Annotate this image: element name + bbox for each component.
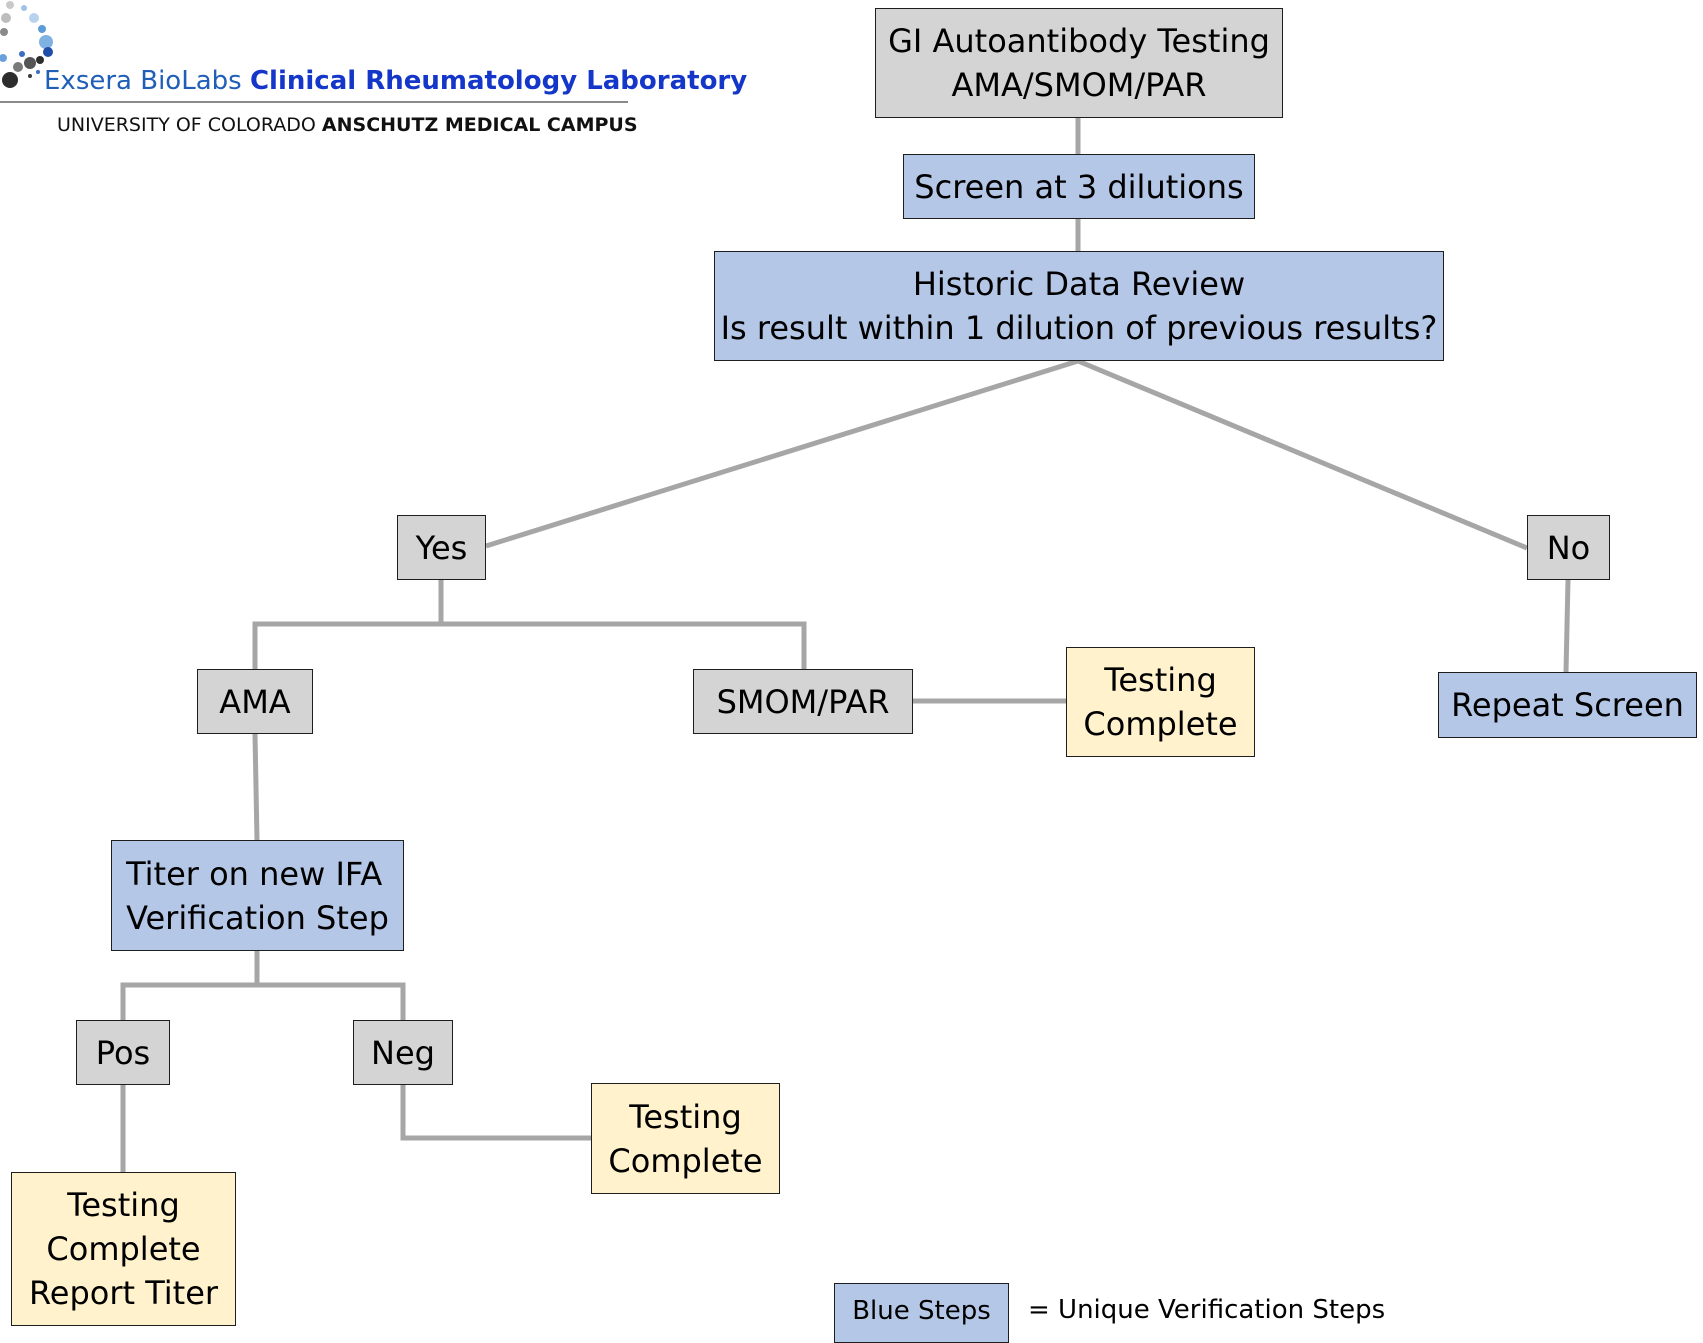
legend-blue-steps-swatch: Blue Steps: [834, 1283, 1009, 1343]
edge-historic-review-to-yes: [485, 358, 1079, 549]
logo-brand: Exsera BioLabs: [44, 66, 242, 96]
node-screen-dilutions: Screen at 3 dilutions: [903, 154, 1255, 219]
node-testing-complete-smom-line1: Testing: [1104, 661, 1217, 699]
node-gi-autoantibody-testing-line1: GI Autoantibody Testing: [888, 22, 1270, 60]
logo-title: Exsera BioLabs Clinical Rheumatology Lab…: [44, 66, 747, 96]
node-neg-label: Neg: [371, 1033, 435, 1072]
logo-lab-name: Clinical Rheumatology Laboratory: [249, 66, 748, 96]
node-neg: Neg: [353, 1020, 453, 1085]
legend-box-label: Blue Steps: [852, 1296, 991, 1326]
node-historic-data-review: Historic Data Review Is result within 1 …: [714, 251, 1444, 361]
node-testing-complete-neg-line2: Complete: [608, 1141, 763, 1180]
node-testing-complete-report-titer: Testing Complete Report Titer: [11, 1172, 236, 1326]
molecule-dots-icon: [0, 1, 53, 88]
node-ama: AMA: [197, 669, 313, 734]
node-testing-complete-report-titer-line3: Report Titer: [28, 1274, 219, 1312]
node-gi-autoantibody-testing-line2: AMA/SMOM/PAR: [951, 66, 1207, 104]
node-historic-data-review-line1: Historic Data Review: [912, 265, 1246, 303]
edge-yes-to-ama: [252, 580, 444, 669]
logo-university: UNIVERSITY OF COLORADO ANSCHUTZ MEDICAL …: [57, 114, 638, 136]
node-testing-complete-smom: Testing Complete: [1066, 647, 1255, 757]
node-ama-label: AMA: [219, 682, 291, 721]
node-testing-complete-report-titer-line2: Complete: [46, 1230, 201, 1268]
edge-titer-ifa-to-neg: [257, 982, 406, 1020]
legend-description: = Unique Verification Steps: [1028, 1295, 1386, 1325]
node-screen-dilutions-label: Screen at 3 dilutions: [914, 167, 1244, 206]
node-yes-label: Yes: [415, 528, 468, 567]
node-historic-data-review-line2: Is result within 1 dilution of previous …: [720, 309, 1438, 347]
node-testing-complete-smom-line2: Complete: [1083, 705, 1238, 743]
node-pos: Pos: [76, 1020, 170, 1085]
node-testing-complete-neg-line1: Testing: [629, 1097, 742, 1136]
logo-university-name: UNIVERSITY OF COLORADO: [57, 114, 316, 136]
edge-no-to-repeat-screen: [1563, 579, 1571, 673]
node-pos-label: Pos: [95, 1033, 151, 1072]
node-repeat-screen: Repeat Screen: [1438, 672, 1697, 738]
node-titer-ifa: Titer on new IFA Verification Step: [111, 840, 404, 951]
node-repeat-screen-label: Repeat Screen: [1451, 686, 1684, 724]
edge-titer-ifa-to-pos: [120, 951, 260, 1020]
node-titer-ifa-line1: Titer on new IFA: [126, 854, 383, 893]
node-testing-complete-neg: Testing Complete: [591, 1083, 780, 1194]
node-gi-autoantibody-testing: GI Autoantibody Testing AMA/SMOM/PAR: [875, 8, 1283, 118]
node-smom-par: SMOM/PAR: [693, 669, 913, 734]
node-smom-par-label: SMOM/PAR: [716, 682, 890, 721]
edge-neg-to-testing-complete: [400, 1085, 591, 1141]
node-testing-complete-report-titer-line1: Testing: [67, 1186, 180, 1224]
node-no: No: [1527, 515, 1610, 580]
node-no-label: No: [1546, 528, 1591, 567]
edge-ama-to-titer-ifa: [252, 733, 260, 841]
logo-campus-name: ANSCHUTZ MEDICAL CAMPUS: [321, 114, 638, 136]
node-titer-ifa-line2: Verification Step: [126, 898, 389, 937]
edge-yes-to-smom-par: [441, 621, 807, 669]
logo-divider: [0, 101, 628, 103]
node-yes: Yes: [397, 515, 486, 580]
edge-historic-review-to-no: [1077, 358, 1528, 551]
